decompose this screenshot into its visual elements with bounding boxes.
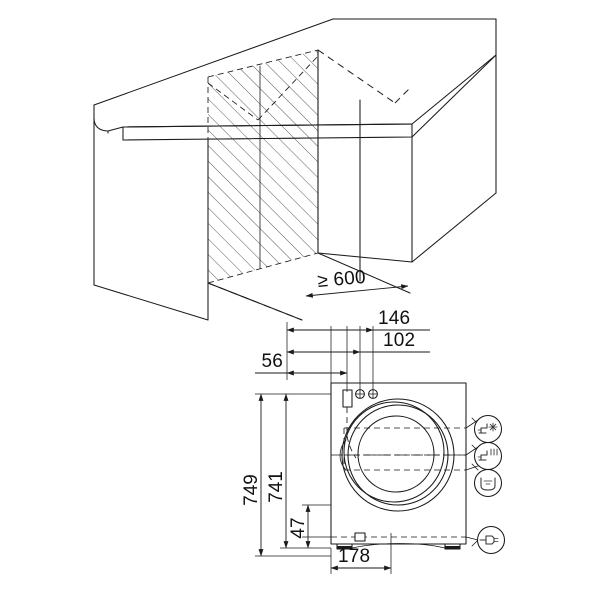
dim-178-label: 178 bbox=[338, 546, 370, 567]
bottom-dimension-group: 178 bbox=[330, 533, 392, 574]
service-icon-cold-water bbox=[465, 414, 503, 444]
service-icon-power-plug bbox=[465, 525, 506, 555]
dim-146-label: 146 bbox=[378, 308, 410, 329]
dim-56-label: 56 bbox=[261, 351, 283, 372]
dim-600-group: ≥ 600 bbox=[305, 267, 409, 298]
niche-opening-hatched bbox=[207, 49, 319, 284]
service-leader-lines bbox=[343, 427, 466, 471]
top-dimension-stack: 146 102 56 bbox=[255, 308, 430, 380]
heat-waves-icon bbox=[490, 448, 498, 456]
machine-feet bbox=[336, 543, 461, 550]
dim-600-label: ≥ 600 bbox=[317, 267, 367, 292]
water-connection-block bbox=[342, 389, 378, 408]
dim-56-group: 56 bbox=[255, 351, 348, 376]
service-icon-drain bbox=[465, 463, 503, 498]
left-dimension-stack: 749 741 47 bbox=[241, 393, 331, 557]
internal-hose-routing bbox=[346, 407, 357, 459]
connection-extension-lines bbox=[330, 326, 374, 392]
machine-cabinet-outline bbox=[330, 382, 467, 545]
dim-741-group: 741 bbox=[266, 393, 331, 549]
dim-741-label: 741 bbox=[266, 471, 287, 503]
dim-749-label: 749 bbox=[241, 474, 262, 506]
front-elevation-assembly bbox=[330, 326, 506, 555]
dim-749-group: 749 bbox=[241, 393, 331, 557]
dim-47-group: 47 bbox=[288, 504, 331, 549]
dim-102-label: 102 bbox=[383, 330, 415, 351]
snowflake-icon bbox=[488, 422, 498, 432]
cabinet-right-body bbox=[411, 54, 497, 263]
dim-47-label: 47 bbox=[288, 517, 309, 538]
niche-hidden-edges bbox=[317, 49, 413, 104]
isometric-cabinet-assembly: ≥ 600 bbox=[93, 18, 497, 321]
service-icon-hot-water bbox=[465, 441, 503, 471]
dim-102-group: 102 bbox=[286, 330, 430, 355]
cabinet-left-body bbox=[93, 117, 209, 321]
power-cable-route bbox=[331, 532, 466, 542]
dim-146-group: 146 bbox=[286, 308, 430, 333]
